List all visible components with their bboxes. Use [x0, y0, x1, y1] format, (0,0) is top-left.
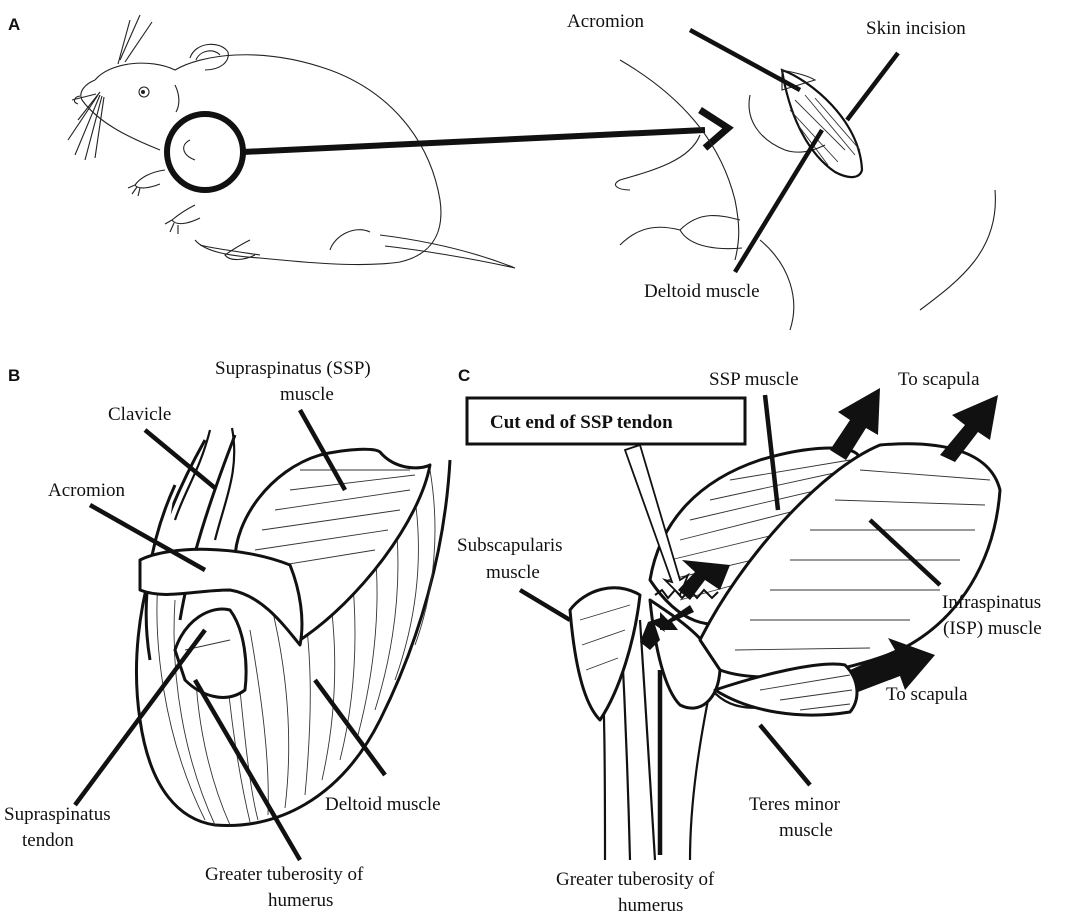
label-c-teres-line2: muscle: [779, 820, 833, 841]
label-c-gt-line1: Greater tuberosity of: [556, 869, 715, 890]
whiskers: [68, 15, 152, 160]
label-c-subscap-line2: muscle: [486, 562, 540, 583]
label-c-to-scapula-bottom: To scapula: [886, 684, 968, 705]
panel-b: B: [4, 358, 450, 911]
panel-b-letter: B: [8, 366, 20, 385]
label-c-isp-line2: (ISP) muscle: [943, 618, 1042, 639]
label-b-acromion: Acromion: [48, 480, 126, 501]
label-a-acromion: Acromion: [567, 11, 645, 32]
label-a-skin-incision: Skin incision: [866, 18, 966, 39]
panel-a: A: [8, 11, 995, 330]
label-c-ssp-muscle: SSP muscle: [709, 369, 799, 390]
label-c-cut-end: Cut end of SSP tendon: [490, 412, 673, 433]
zoom-arrow-line: [243, 130, 705, 152]
label-b-ssp-line1: Supraspinatus (SSP): [215, 358, 371, 379]
label-b-clavicle: Clavicle: [108, 404, 171, 425]
label-b-sst-line1: Supraspinatus: [4, 804, 111, 825]
label-c-isp-line1: Infraspinatus: [942, 592, 1041, 613]
panel-c: C: [457, 366, 1042, 915]
label-b-sst-line2: tendon: [22, 830, 74, 851]
panel-c-letter: C: [458, 366, 470, 385]
label-c-gt-line2: humerus: [618, 895, 683, 915]
label-b-gt-line1: Greater tuberosity of: [205, 864, 364, 885]
zoom-circle: [167, 114, 243, 190]
cut-end-label-box: Cut end of SSP tendon: [467, 398, 745, 444]
label-c-subscap-line1: Subscapularis: [457, 535, 563, 556]
subscapularis-muscle: [570, 588, 640, 720]
label-b-ssp-line2: muscle: [280, 384, 334, 405]
label-b-gt-line2: humerus: [268, 890, 333, 911]
panel-a-letter: A: [8, 15, 20, 34]
label-a-deltoid: Deltoid muscle: [644, 281, 760, 302]
label-b-deltoid: Deltoid muscle: [325, 794, 441, 815]
label-c-teres-line1: Teres minor: [749, 794, 841, 815]
label-c-to-scapula-top: To scapula: [898, 369, 980, 390]
